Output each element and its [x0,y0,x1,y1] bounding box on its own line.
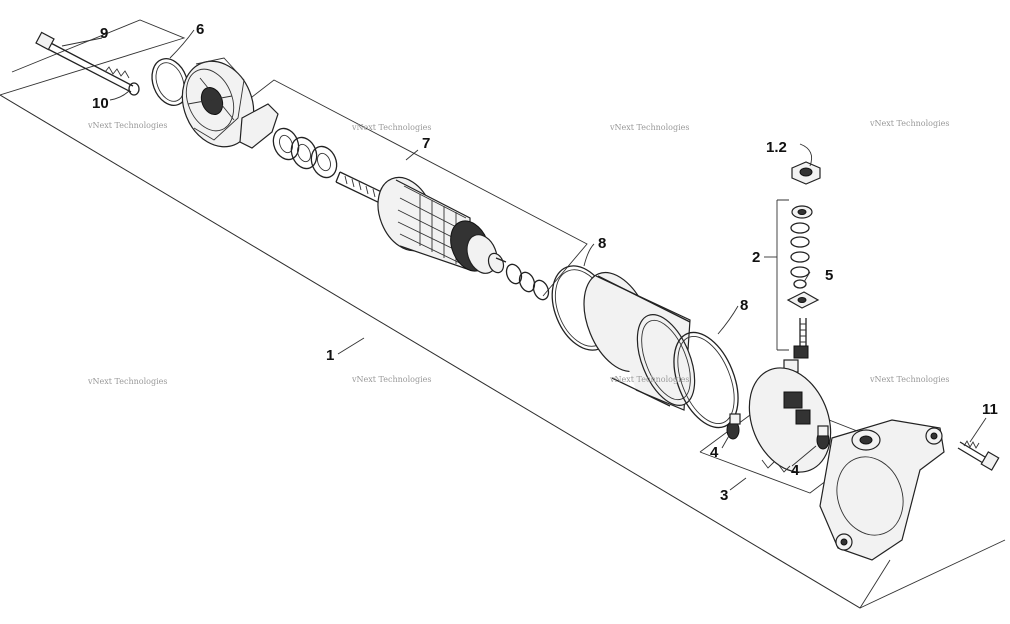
washer-c [310,145,338,179]
o-ring-6 [151,58,189,106]
assembly-boundary-2 [0,94,861,609]
callout-5: 5 [825,267,833,284]
brush-plate [748,367,832,473]
watermark-1: vNext Technologies [87,121,167,130]
mounting-bolt [957,440,1000,471]
watermark-4: vNext Technologies [869,119,949,128]
callout-3: 3 [720,487,728,504]
armature [335,171,507,274]
leader-lines [61,29,987,491]
assembly-boundary [0,19,891,609]
washer-b [290,136,318,170]
callout-6: 6 [196,21,204,38]
terminal-stack [776,161,821,373]
washer-f [532,279,550,301]
washer-10 [128,82,140,96]
o-ring-8b [673,331,739,429]
watermark-7: vNext Technologies [609,375,689,384]
callout-8-upper: 8 [598,235,606,252]
callout-7: 7 [422,135,430,152]
brush-spring-right [816,425,830,450]
watermark-6: vNext Technologies [351,375,431,384]
lock-plate [239,103,279,149]
callout-8-lower: 8 [740,297,748,314]
through-bolt [35,31,134,93]
callout-2: 2 [752,249,760,266]
callout-4-right: 4 [791,462,800,479]
washer-a [272,127,300,161]
watermark-5: vNext Technologies [87,377,167,386]
washer-d [505,263,523,285]
callout-1: 1 [326,347,334,364]
front-end-cover [181,57,255,148]
motor-housing [583,271,696,411]
rear-end-cover [819,419,945,561]
boundary-right [859,539,1006,609]
callout-9: 9 [100,25,108,42]
washer-e [518,271,536,293]
watermark-8: vNext Technologies [869,375,949,384]
callout-11: 11 [982,401,998,418]
watermark-2: vNext Technologies [351,123,431,132]
callout-10: 10 [92,95,109,112]
callout-4-left: 4 [710,444,719,461]
watermark-3: vNext Technologies [609,123,689,132]
callout-1-2: 1.2 [766,139,787,156]
